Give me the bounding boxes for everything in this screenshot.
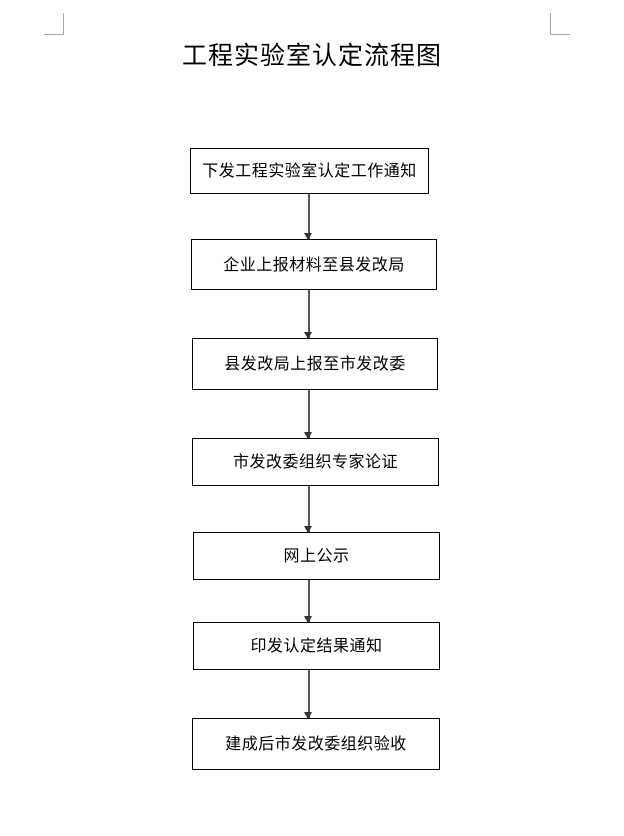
flow-node-label: 下发工程实验室认定工作通知 [202,161,417,180]
flow-arrow-step-3-to-step-4 [302,390,315,439]
arrow-shaft [308,486,310,532]
page-title: 工程实验室认定流程图 [181,41,442,70]
crop-mark-vertical-rule [63,13,64,35]
flow-arrow-step-6-to-step-7 [302,670,315,719]
flow-node-label: 建成后市发改委组织验收 [225,734,407,753]
arrow-shaft [308,580,310,622]
flow-node-step-7[interactable]: 建成后市发改委组织验收 [192,718,440,770]
arrow-shaft [308,670,310,718]
crop-mark-horizontal-rule [44,34,64,35]
arrow-shaft [308,194,310,239]
arrow-head-icon [304,616,312,623]
crop-mark-vertical-rule [550,13,551,35]
arrow-shaft [308,390,310,438]
flow-node-label: 印发认定结果通知 [250,636,383,655]
flow-arrow-step-4-to-step-5 [302,486,315,533]
arrow-head-icon [304,332,312,339]
flow-node-step-1[interactable]: 下发工程实验室认定工作通知 [190,148,429,194]
flow-arrow-step-2-to-step-3 [302,290,315,339]
crop-mark-horizontal-rule [550,34,570,35]
crop-mark-top-right [550,13,570,35]
arrow-head-icon [304,432,312,439]
flow-node-step-3[interactable]: 县发改局上报至市发改委 [192,338,438,390]
flow-node-step-6[interactable]: 印发认定结果通知 [193,622,440,670]
flow-node-step-5[interactable]: 网上公示 [193,532,440,580]
arrow-head-icon [304,526,312,533]
arrow-head-icon [304,233,312,240]
flow-node-label: 市发改委组织专家论证 [232,452,398,471]
flow-node-label: 网上公示 [283,546,350,565]
flow-arrow-step-5-to-step-6 [302,580,315,623]
flow-node-step-2[interactable]: 企业上报材料至县发改局 [191,239,437,290]
crop-mark-top-left [44,13,64,35]
arrow-head-icon [304,712,312,719]
flow-node-step-4[interactable]: 市发改委组织专家论证 [192,438,439,486]
flow-node-label: 县发改局上报至市发改委 [224,354,406,373]
flow-arrow-step-1-to-step-2 [302,194,315,240]
flow-node-label: 企业上报材料至县发改局 [223,254,405,274]
arrow-shaft [308,290,310,338]
